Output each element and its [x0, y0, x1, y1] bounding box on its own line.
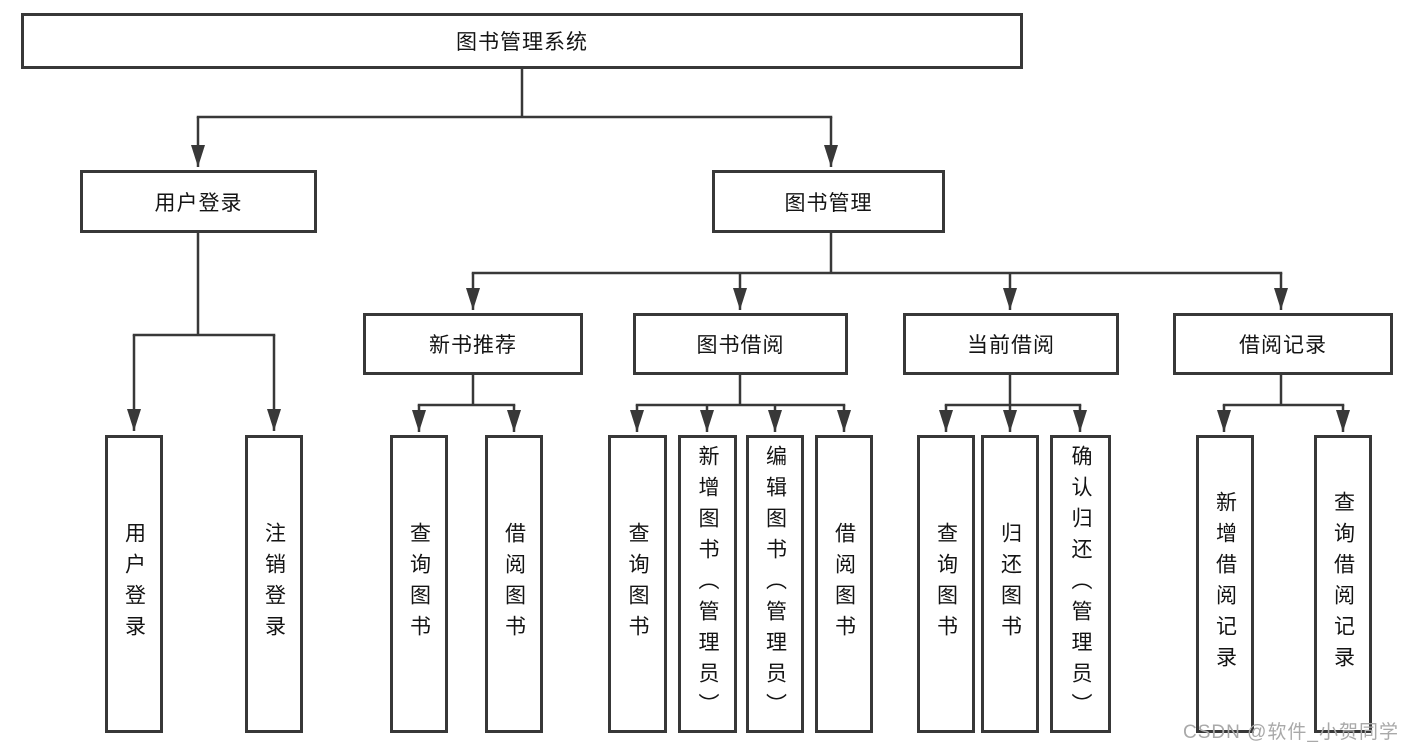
- node-borrowing-records: 借阅记录: [1173, 313, 1393, 375]
- node-borrow-books-recommend: 借阅图书: [485, 435, 543, 733]
- csdn-watermark: CSDN @软件_小贺同学: [1183, 722, 1399, 743]
- node-current-borrowing: 当前借阅: [903, 313, 1119, 375]
- node-query-borrow-record: 查询借阅记录: [1314, 435, 1372, 733]
- node-label: 编辑图书（管理员）: [763, 444, 787, 724]
- node-label: 新书推荐: [429, 334, 517, 357]
- node-label: 确认归还（管理员）: [1069, 444, 1092, 724]
- node-book-borrowing: 图书借阅: [633, 313, 848, 375]
- node-new-book-recommendation: 新书推荐: [363, 313, 583, 375]
- node-label: 图书管理: [784, 191, 873, 215]
- node-label: 查询图书: [626, 522, 649, 646]
- node-label: 查询图书: [407, 522, 431, 646]
- node-label: 用户登录: [122, 522, 146, 646]
- node-label: 新增借阅记录: [1213, 491, 1237, 677]
- node-label: 查询借阅记录: [1331, 491, 1355, 677]
- node-edit-books-admin: 编辑图书（管理员）: [746, 435, 804, 733]
- node-confirm-return-admin: 确认归还（管理员）: [1050, 435, 1111, 733]
- node-label: 图书借阅: [696, 334, 785, 357]
- node-borrow-books-leaf: 借阅图书: [815, 435, 873, 733]
- node-book-management: 图书管理: [712, 170, 945, 233]
- node-label: 新增图书（管理员）: [696, 444, 719, 724]
- node-label: 图书管理系统: [456, 31, 588, 54]
- node-label: 用户登录: [154, 191, 243, 215]
- node-library-management-system: 图书管理系统: [21, 13, 1023, 69]
- node-add-borrow-record: 新增借阅记录: [1196, 435, 1254, 733]
- node-query-books-borrow: 查询图书: [608, 435, 667, 733]
- node-query-books-current: 查询图书: [917, 435, 975, 733]
- node-label: 注销登录: [262, 522, 286, 646]
- node-logout: 注销登录: [245, 435, 303, 733]
- node-label: 借阅图书: [502, 522, 526, 646]
- node-label: 借阅记录: [1239, 334, 1327, 357]
- node-label: 查询图书: [934, 522, 958, 646]
- node-user-login-leaf: 用户登录: [105, 435, 163, 733]
- node-query-books-recommend: 查询图书: [390, 435, 448, 733]
- node-label: 归还图书: [998, 522, 1022, 646]
- node-return-books: 归还图书: [981, 435, 1039, 733]
- node-label: 借阅图书: [832, 522, 856, 646]
- node-user-login: 用户登录: [80, 170, 317, 233]
- node-label: 当前借阅: [967, 334, 1055, 357]
- node-add-books-admin: 新增图书（管理员）: [678, 435, 737, 733]
